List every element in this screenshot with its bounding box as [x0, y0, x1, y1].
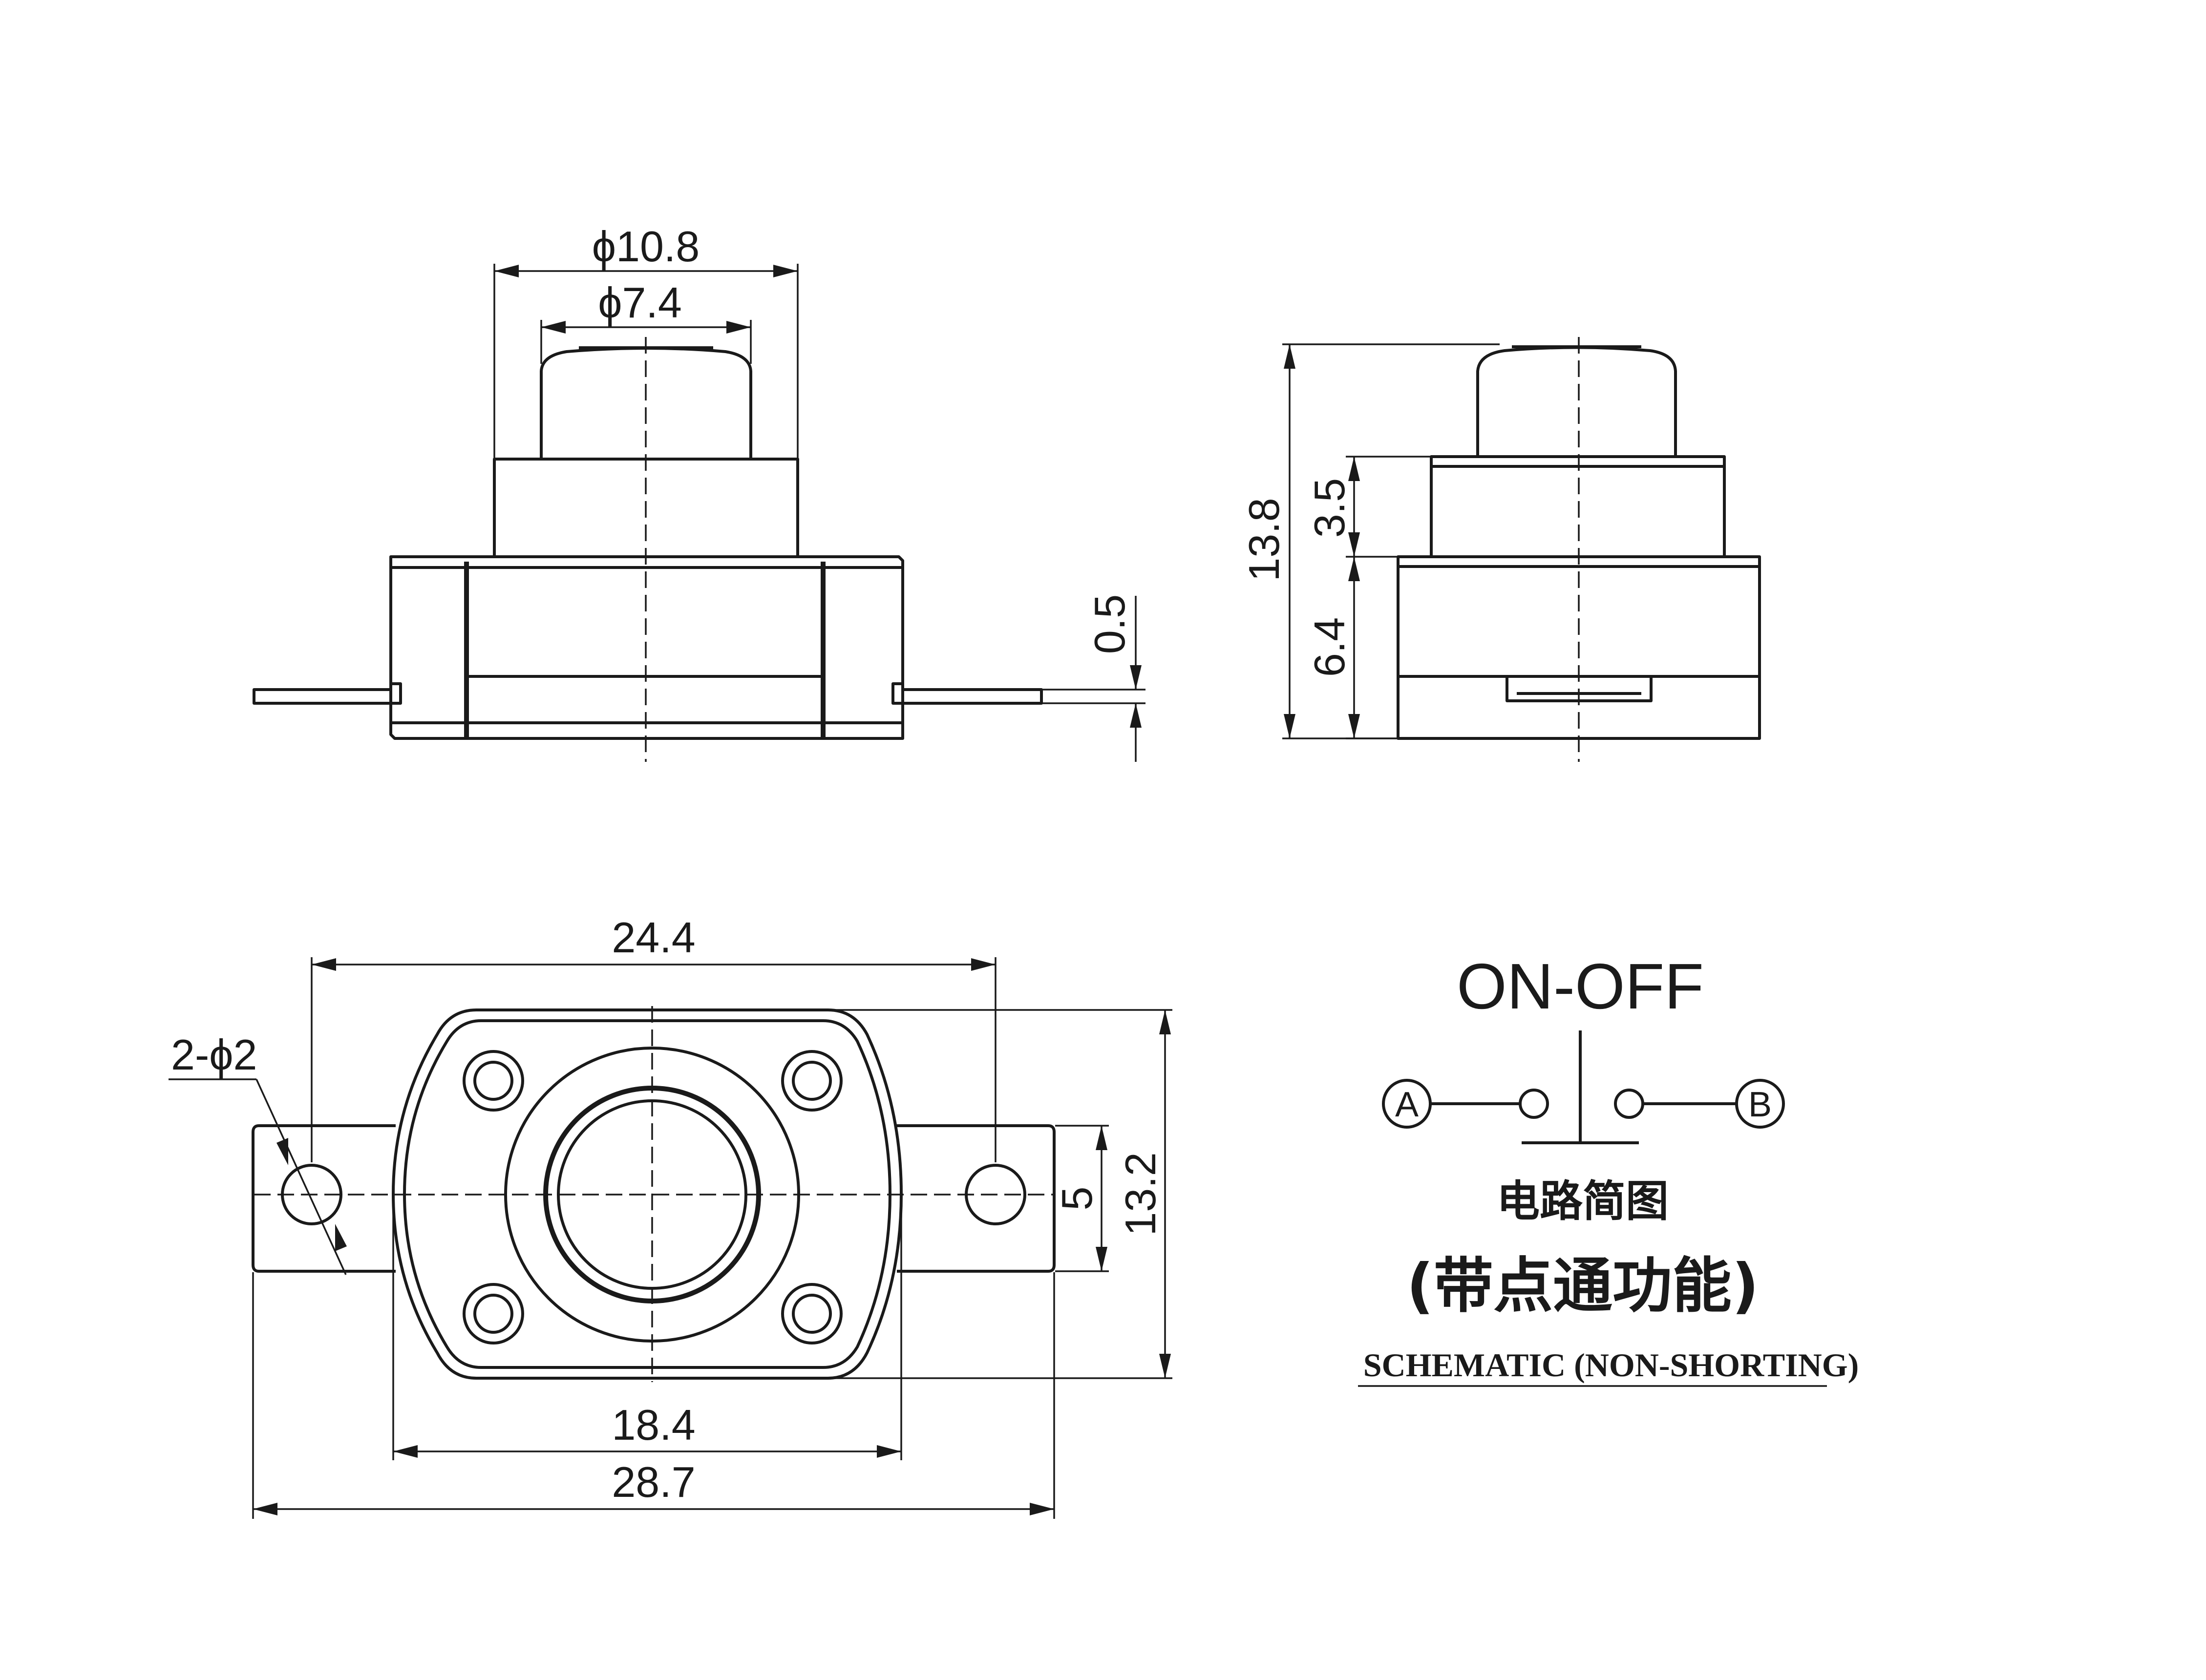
schematic-contact-a — [1519, 1089, 1549, 1119]
schematic-terminal-b — [1735, 1079, 1785, 1129]
arrowhead — [726, 321, 751, 334]
schematic: ON-OFF A B 电路简图 (带点通功能) SCHEMATIC (NON-S… — [1358, 950, 1859, 1387]
dim-inner-diameter: ϕ7.4 — [598, 278, 682, 327]
arrowhead — [335, 1224, 347, 1251]
arrowhead — [773, 265, 798, 277]
arrowhead — [1348, 457, 1360, 481]
arrowhead — [541, 321, 566, 334]
front-view: ϕ10.8 ϕ7.4 0.5 — [253, 222, 1145, 762]
arrowhead — [1130, 703, 1142, 728]
side-collar — [1430, 455, 1726, 558]
arrowhead — [253, 1503, 277, 1515]
schematic-caption-en: SCHEMATIC (NON-SHORTING) — [1363, 1346, 1859, 1384]
schematic-contact-b — [1614, 1089, 1644, 1119]
top-mounting-tab-left — [252, 1124, 396, 1273]
dim-total-height: 13.8 — [1240, 498, 1288, 581]
dim-terminal-thickness: 0.5 — [1085, 594, 1134, 654]
top-rivet-bottom-right-inner — [792, 1294, 832, 1334]
arrowhead — [494, 265, 519, 277]
top-rivet-top-left — [463, 1050, 524, 1112]
arrowhead — [1284, 714, 1295, 738]
arrowhead — [312, 958, 336, 971]
arrowhead — [1030, 1503, 1054, 1515]
arrowhead — [1096, 1247, 1107, 1271]
arrowhead — [1348, 532, 1360, 557]
dim-total-width: 28.7 — [612, 1458, 695, 1506]
schematic-caption-cn: 电路简图 — [1497, 1176, 1669, 1226]
arrowhead — [1159, 1354, 1171, 1378]
dim-tab-height: 5 — [1053, 1187, 1101, 1211]
top-body-outline — [392, 1008, 903, 1380]
dim-upper-height: 3.5 — [1305, 478, 1354, 538]
terminal-a-label: A — [1395, 1085, 1419, 1124]
arrowhead — [877, 1445, 901, 1458]
top-body-inner-outline — [403, 1019, 891, 1369]
front-terminal-left — [253, 682, 402, 705]
front-terminal-right — [891, 682, 1043, 705]
arrowhead — [1284, 344, 1295, 369]
arrowhead — [1348, 557, 1360, 581]
side-view: 13.8 3.5 6.4 — [1240, 337, 1761, 762]
top-rivet-bottom-left — [463, 1283, 524, 1344]
arrowhead — [1159, 1010, 1171, 1034]
top-rivet-bottom-right — [781, 1283, 843, 1344]
top-hole-leader — [255, 1079, 347, 1275]
dim-hole-spacing: 24.4 — [612, 913, 695, 962]
dim-hole-diameter: 2-ϕ2 — [171, 1030, 257, 1079]
arrowhead — [1096, 1126, 1107, 1150]
dim-outer-diameter: ϕ10.8 — [592, 222, 700, 271]
top-rivet-top-right-inner — [792, 1061, 832, 1101]
arrowhead — [971, 958, 996, 971]
schematic-subcaption-cn: (带点通功能) — [1406, 1251, 1759, 1321]
schematic-title: ON-OFF — [1457, 950, 1704, 1022]
dim-body-height: 13.2 — [1116, 1152, 1165, 1236]
terminal-b-label: B — [1748, 1085, 1772, 1124]
top-rivet-bottom-left-inner — [473, 1294, 513, 1334]
arrowhead — [1348, 714, 1360, 738]
top-mounting-tab-right — [897, 1124, 1056, 1273]
front-base — [389, 555, 904, 740]
arrowhead — [393, 1445, 418, 1458]
arrowhead — [276, 1138, 288, 1165]
dim-body-width: 18.4 — [612, 1401, 695, 1449]
arrowhead — [1130, 665, 1142, 690]
top-rivet-top-right — [781, 1050, 843, 1112]
top-rivet-top-left-inner — [473, 1061, 513, 1101]
dim-lower-height: 6.4 — [1305, 617, 1354, 677]
side-button-cap — [1476, 346, 1677, 457]
top-view: 24.4 2-ϕ2 5 13.2 18.4 28.7 — [169, 913, 1172, 1519]
